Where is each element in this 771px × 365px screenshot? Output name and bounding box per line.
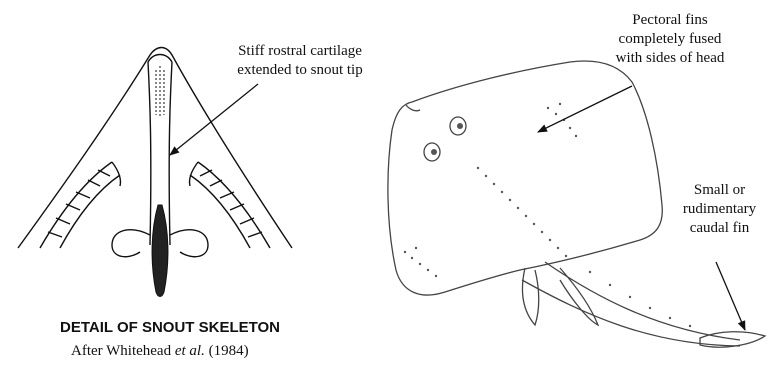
pectoral-label-line1: Pectoral fins <box>590 11 750 30</box>
pectoral-label-line2: completely fused <box>590 30 750 49</box>
caudal-label: Small or rudimentary caudal fin <box>672 181 767 238</box>
pectoral-label: Pectoral fins completely fused with side… <box>590 11 750 68</box>
figure-credit: After Whitehead et al. (1984) <box>71 343 249 360</box>
rostral-arrow <box>170 84 258 155</box>
credit-etal: et al. <box>175 343 205 359</box>
rostral-label-line1: Stiff rostral cartilage <box>205 42 395 61</box>
rostral-label: Stiff rostral cartilage extended to snou… <box>205 42 395 80</box>
credit-prefix: After Whitehead <box>71 343 175 359</box>
caudal-label-line1: Small or <box>672 181 767 200</box>
credit-year: (1984) <box>205 343 249 359</box>
figure-caption-title: DETAIL OF SNOUT SKELETON <box>60 319 280 336</box>
rostral-label-line2: extended to snout tip <box>205 61 395 80</box>
pectoral-arrow <box>538 86 632 132</box>
caudal-arrow <box>716 262 745 330</box>
caudal-label-line3: caudal fin <box>672 219 767 238</box>
dark-cartilage-patch <box>152 205 168 297</box>
callout-arrows <box>170 84 745 330</box>
pectoral-label-line3: with sides of head <box>590 49 750 68</box>
caudal-label-line2: rudimentary <box>672 200 767 219</box>
